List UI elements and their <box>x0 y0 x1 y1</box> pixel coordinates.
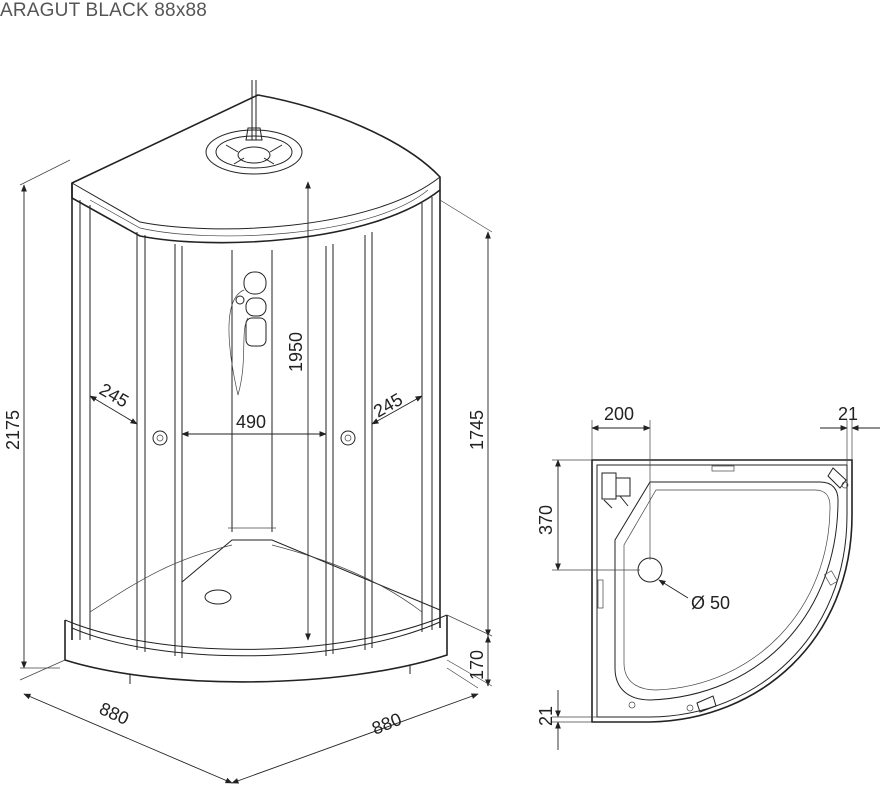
bottom-roller-icon <box>696 695 717 713</box>
dim-width-left: 880 <box>96 698 132 728</box>
mixer-fitting-icon <box>601 472 631 509</box>
dimension-lines-plan <box>552 420 880 750</box>
diagram-title: ARAGUT BLACK 88x88 <box>0 0 208 21</box>
side-bracket-icon <box>597 579 604 609</box>
dim-drain-diameter: Ø 50 <box>691 593 730 613</box>
dim-drain-offset-x: 200 <box>604 404 634 424</box>
plan-drain-icon <box>637 557 663 583</box>
cabin-isometric-view: 2175 1950 1745 170 245 490 245 880 880 <box>3 80 493 784</box>
tray-drain-icon <box>204 589 232 605</box>
door-handle-right <box>340 430 356 446</box>
top-bracket-icon <box>711 465 735 472</box>
shower-column <box>228 271 267 396</box>
door-handle-left <box>152 430 168 446</box>
shower-tray <box>64 539 448 684</box>
dim-drain-offset-y: 370 <box>536 505 556 535</box>
corner-fitting-icon <box>827 467 847 489</box>
dim-wall-gap-bottom: 21 <box>536 706 556 726</box>
roller-icon <box>824 570 838 586</box>
cabin-plan-view: 200 21 370 Ø 50 21 <box>536 404 880 750</box>
dim-door-opening: 490 <box>236 412 266 432</box>
dim-door-height: 1745 <box>467 410 487 450</box>
cabin-roof <box>71 80 441 244</box>
cabin-frame <box>71 183 441 658</box>
dim-tray-height: 170 <box>467 650 487 680</box>
dim-inner-height: 1950 <box>286 332 306 372</box>
dimension-lines-front <box>19 159 493 784</box>
dim-total-height: 2175 <box>3 410 23 450</box>
dim-side-right: 245 <box>370 389 406 421</box>
rain-shower-head-icon <box>205 80 303 175</box>
dim-wall-gap-right: 21 <box>838 404 858 424</box>
dim-side-left: 245 <box>96 379 132 411</box>
dim-width-right: 880 <box>369 709 404 739</box>
